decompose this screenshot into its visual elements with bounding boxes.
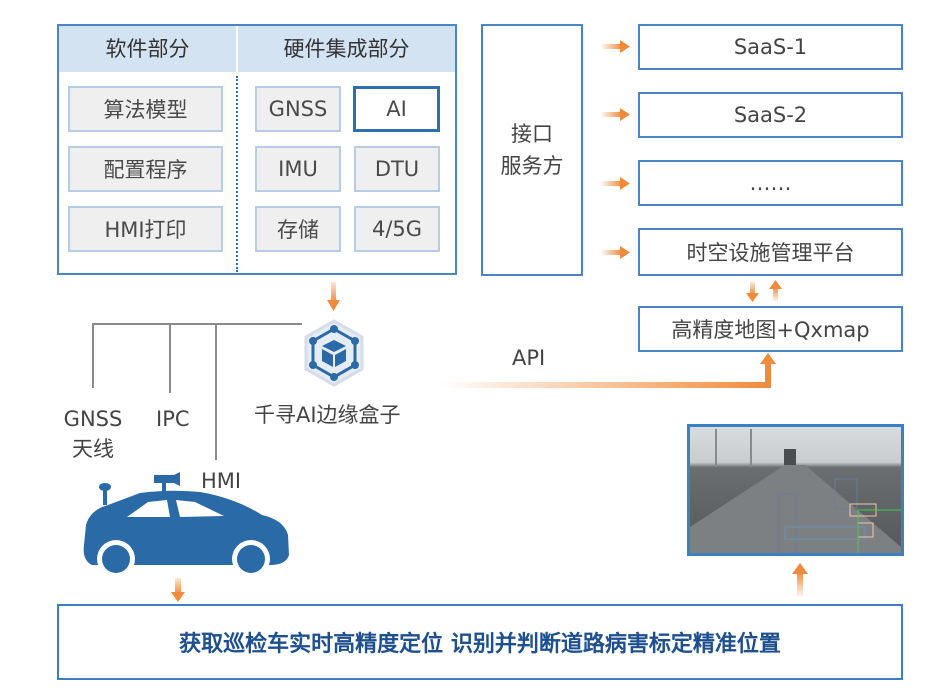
arrow-right-icon	[600, 177, 630, 190]
service-box: ……	[638, 160, 903, 206]
arrow-up-icon	[792, 563, 808, 596]
hardware-title: 硬件集成部分	[283, 37, 410, 61]
platform-box: 时空设施管理平台	[638, 228, 903, 276]
antenna-label: 天线	[72, 437, 114, 461]
hardware-item[interactable]: 4/5G	[354, 206, 440, 252]
arrow-right-icon	[600, 40, 630, 53]
road-detection-photo	[687, 424, 904, 556]
hardware-item[interactable]: DTU	[354, 146, 440, 192]
edge-box-label: 千寻AI边缘盒子	[254, 403, 401, 427]
api-arrow	[440, 353, 776, 388]
hardware-item[interactable]: GNSS	[255, 86, 341, 132]
edge-box-icon	[304, 319, 364, 387]
arrow-down-icon	[171, 578, 185, 602]
ipc-label: IPC	[156, 407, 190, 431]
service-arrows	[600, 40, 630, 259]
hmi-label: HMI	[201, 469, 242, 493]
software-item[interactable]: 算法模型	[68, 86, 223, 132]
bottom-summary-bar: 获取巡检车实时高精度定位 识别并判断道路病害标定精准位置	[57, 604, 903, 680]
device-lines	[92, 323, 302, 460]
gnss-label: GNSS	[63, 407, 123, 431]
software-item[interactable]: 配置程序	[68, 146, 223, 192]
car-icon	[83, 472, 290, 578]
service-box: SaaS-1	[638, 24, 903, 70]
arrow-right-icon	[600, 108, 630, 121]
system-panel	[57, 24, 457, 275]
header-divider	[236, 26, 238, 72]
interface-box: 接口 服务方	[481, 24, 583, 276]
gnss-antenna-label: GNSS 天线	[62, 404, 124, 464]
arrow-right-icon	[600, 246, 630, 259]
software-title: 软件部分	[105, 37, 190, 61]
service-box: SaaS-2	[638, 92, 903, 138]
arrow-down-icon	[746, 282, 759, 302]
arrow-down-icon	[327, 282, 340, 311]
arrow-up-icon	[769, 280, 782, 301]
hardware-item-selected[interactable]: AI	[353, 86, 440, 132]
hardware-item[interactable]: IMU	[255, 146, 341, 192]
panel-header	[59, 26, 455, 72]
api-label: API	[512, 346, 546, 370]
road-scene	[690, 429, 901, 553]
interface-line1: 接口	[511, 122, 553, 146]
software-item[interactable]: HMI打印	[68, 206, 223, 252]
map-box: 高精度地图+Qxmap	[638, 306, 903, 352]
interface-line2: 服务方	[500, 154, 564, 178]
hardware-item[interactable]: 存储	[255, 206, 341, 252]
column-divider	[236, 76, 238, 272]
